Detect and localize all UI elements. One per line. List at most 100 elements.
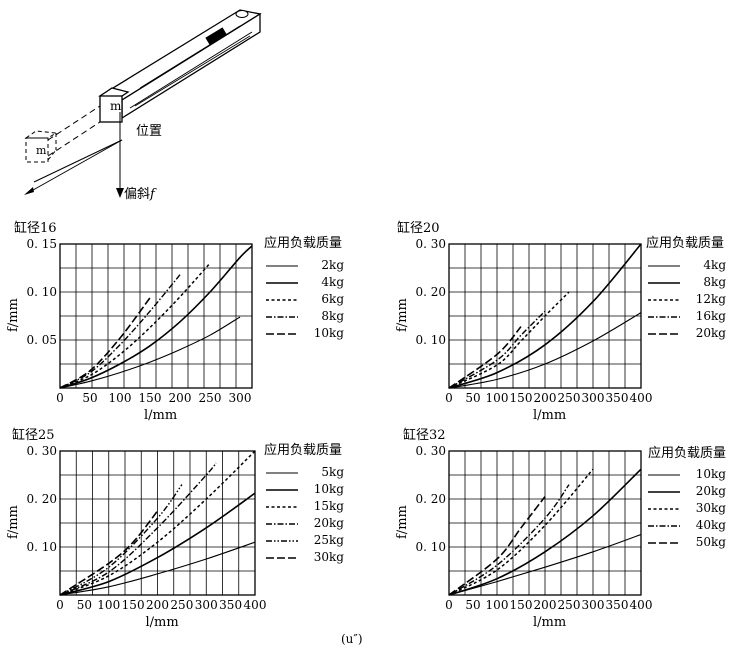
deflection-label: 偏斜f (124, 183, 155, 202)
legend-swatch (648, 508, 680, 510)
legend-swatch (648, 474, 680, 476)
x-tick-label: 150 (510, 391, 533, 405)
x-tick-label: 100 (97, 598, 120, 612)
series-line-20kg (448, 468, 642, 596)
series-line-30kg (448, 468, 594, 596)
legend-item: 2kg (264, 258, 374, 274)
x-tick-label: 200 (534, 391, 557, 405)
legend-label: 2kg (321, 258, 344, 272)
legend-item: 5kg (264, 465, 374, 481)
y-tick-label: 0. 15 (26, 237, 57, 251)
legend-item: 16kg (646, 309, 742, 325)
legend-bore16: 2kg 4kg 6kg 8kg 10kg (264, 258, 374, 348)
legend-swatch (266, 557, 298, 559)
x-tick-label: 50 (465, 598, 480, 612)
y-tick-label: 0. 05 (26, 333, 57, 347)
legend-label: 10kg (313, 326, 344, 340)
x-axis-label: l/mm (533, 615, 566, 630)
series-line-50kg (448, 496, 546, 596)
x-tick-label: 400 (630, 598, 653, 612)
legend-swatch (266, 472, 298, 474)
series-line-10kg (59, 297, 151, 389)
series-line-8kg (448, 243, 642, 389)
x-tick-label: 400 (630, 391, 653, 405)
legend-item: 6kg (264, 292, 374, 308)
y-tick-label: 0. 30 (415, 444, 446, 458)
y-tick-label: 0. 10 (415, 333, 446, 347)
chart-title-bore25: 缸径25 (12, 428, 55, 443)
y-tick-label: 0. 20 (415, 492, 446, 506)
legend-title-bore16: 应用负载质量 (264, 236, 343, 251)
legend-item: 4kg (264, 275, 374, 291)
y-tick-label: 0. 10 (26, 540, 57, 554)
legend-label: 20kg (695, 326, 726, 340)
x-tick-label: 100 (486, 598, 509, 612)
x-tick-label: 200 (534, 598, 557, 612)
legend-label: 12kg (695, 292, 726, 306)
series-line-10kg (448, 533, 642, 596)
x-tick-label: 400 (244, 598, 267, 612)
legend-label: 4kg (321, 275, 344, 289)
legend-bore32: 10kg 20kg 30kg 40kg 50kg (646, 467, 742, 557)
legend-item: 20kg (264, 516, 374, 532)
legend-item: 30kg (264, 550, 374, 566)
series-line-15kg (59, 450, 256, 596)
legend-label: 4kg (703, 258, 726, 272)
plot-frame (448, 450, 642, 596)
series-line-20kg (59, 462, 217, 596)
y-tick-label: 0. 10 (415, 540, 446, 554)
legend-item: 30kg (646, 501, 742, 517)
legend-label: 40kg (695, 518, 726, 532)
y-axis-label: f/mm (6, 505, 21, 539)
series-line-6kg (59, 262, 211, 389)
legend-label: 10kg (695, 467, 726, 481)
x-tick-label: 150 (139, 391, 162, 405)
series-line-20kg (448, 326, 522, 389)
legend-label: 20kg (695, 484, 726, 498)
deflection-label-text: 偏斜 (124, 187, 151, 202)
x-tick-label: 350 (606, 598, 629, 612)
x-tick-label: 50 (77, 598, 92, 612)
legend-label: 15kg (313, 499, 344, 513)
y-axis-label: f/mm (395, 298, 410, 332)
x-tick-label: 200 (146, 598, 169, 612)
x-tick-label: 250 (199, 391, 222, 405)
series-line-4kg (59, 245, 253, 389)
x-tick-label: 350 (219, 598, 242, 612)
deflected-mass-label: m (36, 144, 47, 157)
x-tick-label: 300 (582, 391, 605, 405)
series-line-8kg (59, 274, 181, 389)
legend-item: 25kg (264, 533, 374, 549)
series-line-5kg (59, 541, 256, 596)
legend-swatch (266, 540, 298, 542)
x-axis-label: l/mm (144, 408, 177, 423)
x-axis-label: l/mm (146, 615, 179, 630)
plot-frame (59, 243, 253, 389)
legend-swatch (648, 542, 680, 544)
load-diagram-drawing (24, 9, 262, 198)
x-axis-label: l/mm (533, 408, 566, 423)
x-tick-label: 0 (445, 391, 453, 405)
legend-label: 6kg (321, 292, 344, 306)
legend-swatch (648, 265, 680, 267)
legend-swatch (266, 316, 298, 318)
legend-label: 8kg (321, 309, 344, 323)
position-label: 位置 (136, 124, 163, 139)
y-tick-label: 0. 20 (415, 285, 446, 299)
series-line-10kg (59, 492, 256, 596)
series-line-40kg (448, 484, 570, 596)
legend-title-bore32: 应用负载质量 (648, 446, 727, 461)
legend-item: 10kg (264, 326, 374, 342)
x-tick-label: 0 (56, 391, 64, 405)
legend-swatch (648, 282, 680, 284)
load-diagram: m m 位置 偏斜f (0, 0, 300, 210)
legend-label: 25kg (313, 533, 344, 547)
legend-label: 50kg (695, 535, 726, 549)
legend-swatch (266, 489, 298, 491)
legend-label: 30kg (695, 501, 726, 515)
legend-swatch (648, 316, 680, 318)
